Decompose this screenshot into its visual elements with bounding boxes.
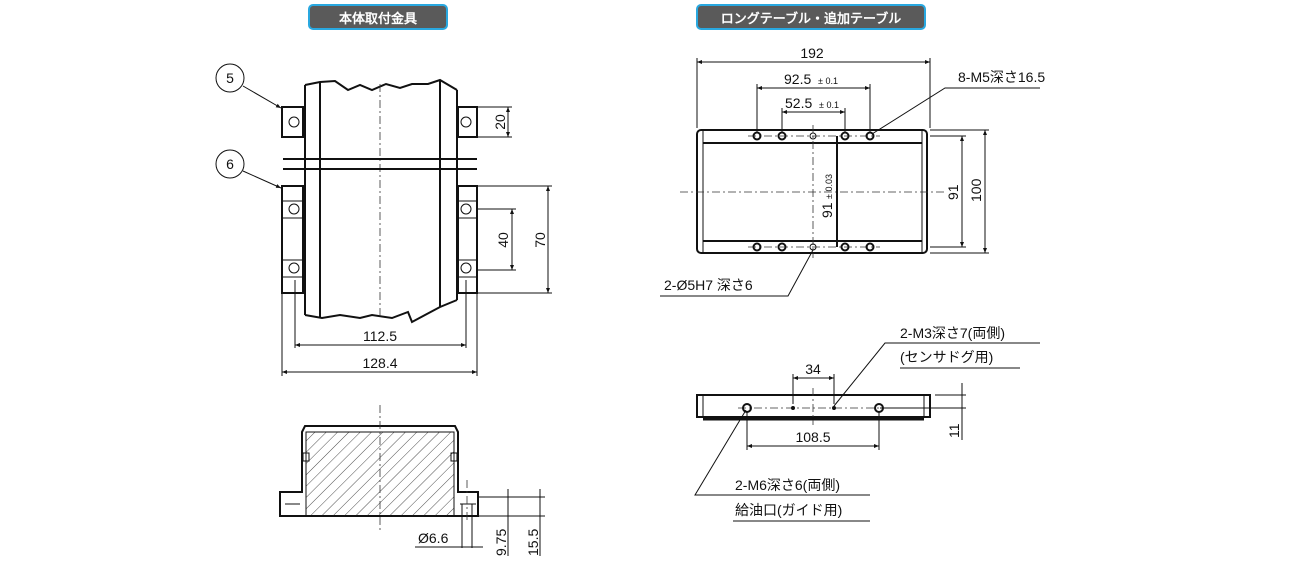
- m5-holes: [752, 131, 875, 252]
- dim-34: 34: [805, 361, 821, 377]
- section-title-long-table: ロングテーブル・追加テーブル: [696, 4, 926, 30]
- dim-70: 70: [532, 232, 548, 248]
- table-side-view: 34 108.5 11 2-M3深さ7(両側) (センサドグ用) 2-M6深さ6…: [694, 325, 1040, 522]
- note-m6-line2: 給油口(ガイド用): [735, 502, 842, 518]
- note-m6-line1: 2-M6深さ6(両側): [735, 477, 840, 493]
- balloon-5: 5: [226, 70, 234, 86]
- bracket-5: [281, 106, 478, 138]
- pin-hole: [809, 132, 817, 140]
- dim-92-5: 92.5: [784, 71, 811, 87]
- dim-100: 100: [968, 178, 984, 202]
- dim-40: 40: [495, 232, 511, 248]
- right-top-dimensions: 192 92.5 ± 0.1 52.5 ± 0.1 91 ± 0.03 91 1…: [660, 45, 1045, 297]
- dim-52-5: 52.5: [785, 95, 812, 111]
- balloons: 5 6: [215, 63, 282, 189]
- dim-9-75: 9.75: [493, 529, 509, 556]
- note-m3-line1: 2-M3深さ7(両側): [900, 325, 1005, 341]
- dim-91: 91: [945, 184, 961, 200]
- balloon-6: 6: [226, 156, 234, 172]
- dim-128-4: 128.4: [362, 355, 397, 371]
- dim-15-5: 15.5: [525, 529, 541, 556]
- note-m5-tapped: 8-M5深さ16.5: [958, 69, 1045, 85]
- note-m3-line2: (センサドグ用): [900, 349, 993, 365]
- dim-phi-6-6: Ø6.6: [418, 530, 449, 546]
- dim-91-tol: 91: [819, 202, 835, 218]
- dim-20: 20: [492, 114, 508, 130]
- tol-91: ± 0.03: [824, 174, 834, 199]
- dim-112-5: 112.5: [363, 328, 397, 344]
- dim-108-5: 108.5: [795, 429, 830, 445]
- bracket-6: [281, 185, 478, 294]
- bracket-section-view: Ø6.6 9.75 15.5: [279, 405, 545, 556]
- tol-52-5: ± 0.1: [819, 100, 839, 110]
- table-top-view: [680, 125, 945, 258]
- left-dimensions: 20 40 70 112.5 128.4: [281, 106, 552, 376]
- tol-92-5: ± 0.1: [818, 76, 838, 86]
- note-pin-hole: 2-Ø5H7 深さ6: [664, 277, 753, 293]
- dim-192: 192: [800, 45, 824, 61]
- body-top-view: [283, 78, 477, 324]
- section-title-mount-bracket: 本体取付金具: [308, 4, 448, 30]
- dim-11: 11: [946, 423, 962, 438]
